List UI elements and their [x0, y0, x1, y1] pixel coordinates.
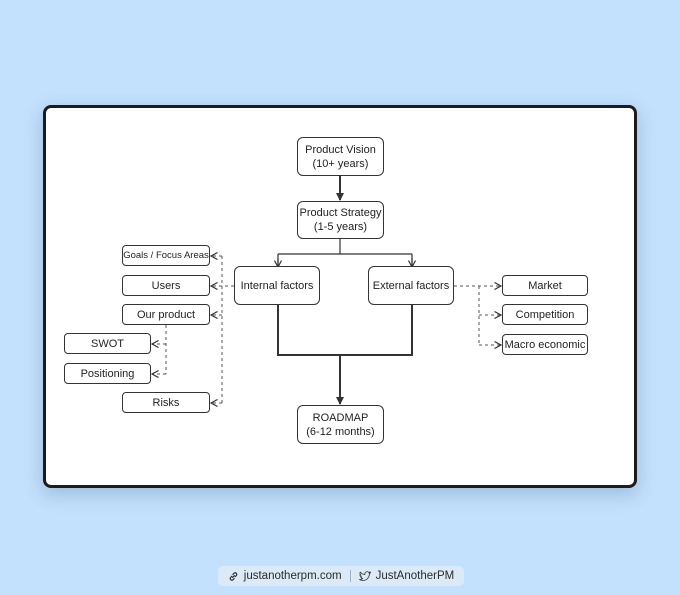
- our-product-node: Our product: [122, 304, 210, 325]
- footer-divider: [349, 570, 351, 582]
- twitter-bird-icon: [358, 570, 371, 582]
- goals-focus-areas-node: Goals / Focus Areas: [122, 245, 210, 266]
- twitter-handle-text: JustAnotherPM: [375, 570, 455, 582]
- users-node: Users: [122, 275, 210, 296]
- external-factors-node: External factors: [368, 266, 454, 305]
- product-strategy-node: Product Strategy (1-5 years): [297, 201, 384, 239]
- risks-node: Risks: [122, 392, 210, 413]
- strategy-to-factors-lines: [277, 239, 413, 265]
- website-link[interactable]: justanotherpm.com: [220, 570, 350, 582]
- swot-node: SWOT: [64, 333, 151, 354]
- factors-to-roadmap-lines: [277, 305, 413, 356]
- competition-node: Competition: [502, 304, 588, 325]
- market-node: Market: [502, 275, 588, 296]
- roadmap-node: ROADMAP (6-12 months): [297, 405, 384, 444]
- product-vision-node: Product Vision (10+ years): [297, 137, 384, 176]
- external-dashed-connectors: [454, 286, 500, 345]
- internal-factors-node: Internal factors: [234, 266, 320, 305]
- website-text: justanotherpm.com: [243, 570, 342, 582]
- twitter-link[interactable]: JustAnotherPM: [351, 570, 463, 582]
- link-icon: [228, 571, 239, 582]
- internal-dashed-connectors: [153, 256, 234, 403]
- footer-pill: justanotherpm.com JustAnotherPM: [218, 566, 464, 586]
- positioning-node: Positioning: [64, 363, 151, 384]
- macro-economic-node: Macro economic: [502, 334, 588, 355]
